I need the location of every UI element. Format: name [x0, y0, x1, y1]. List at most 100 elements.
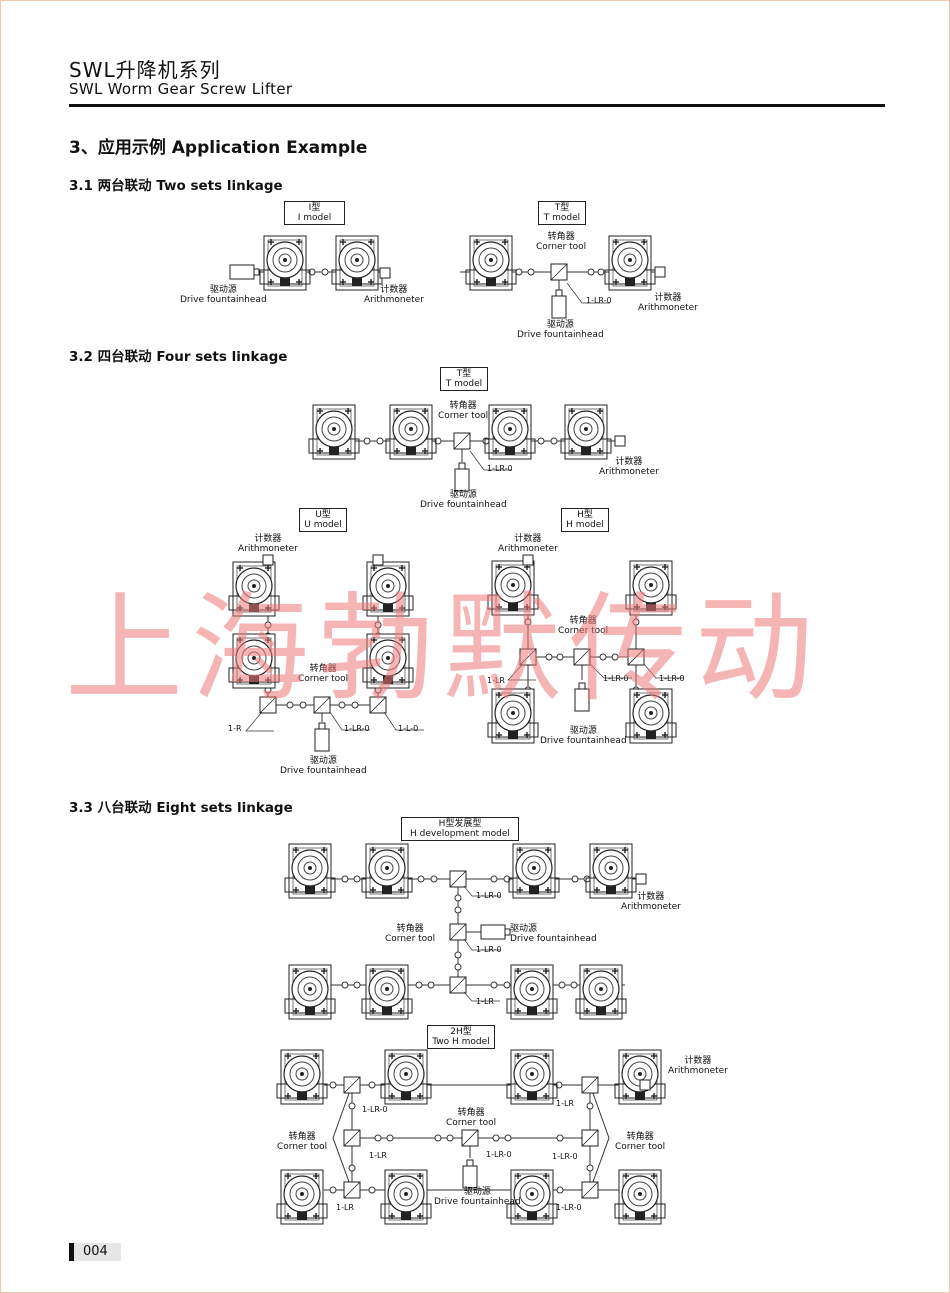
coupling-node — [586, 1102, 594, 1110]
coupling-node — [556, 653, 564, 661]
code-label: 1-LR — [336, 1203, 354, 1212]
coupling-node — [341, 875, 349, 883]
model-t4-en: T model — [445, 379, 483, 389]
coupling-node — [524, 618, 532, 626]
lifter-unit — [625, 560, 677, 616]
coupling-node — [321, 268, 329, 276]
lifter-unit — [506, 964, 558, 1020]
coupling-node — [490, 981, 498, 989]
lifter-unit — [487, 560, 539, 616]
coupling-node — [515, 268, 523, 276]
corner-tool-diagonal — [573, 648, 591, 666]
coupling-node — [583, 875, 591, 883]
coupling-node — [537, 437, 545, 445]
code-label: 1-LR-0 — [362, 1105, 388, 1114]
leader-line — [463, 938, 500, 951]
coupling-node — [386, 1134, 394, 1142]
counter-box — [654, 266, 666, 278]
coupling-node — [558, 981, 566, 989]
code-label: 1-LR-0 — [476, 945, 502, 954]
model-u-en: U model — [304, 520, 342, 530]
model-h-en: H model — [566, 520, 604, 530]
coupling-node — [329, 1081, 337, 1089]
model-u-cn: U型 — [315, 510, 331, 520]
coupling-node — [503, 981, 511, 989]
corner-tool-diagonal — [369, 696, 387, 714]
page-number-bar — [69, 1243, 74, 1261]
coupling-node — [570, 981, 578, 989]
lifter-unit — [284, 843, 336, 899]
drive-motor-shaft — [555, 289, 563, 297]
lifter-unit — [362, 561, 414, 617]
lifter-unit — [380, 1049, 432, 1105]
leader-line — [643, 663, 684, 679]
corner-tool-diagonal — [343, 1181, 361, 1199]
coupling-node — [599, 653, 607, 661]
coupling-node — [597, 268, 605, 276]
coupling-node — [427, 981, 435, 989]
coupling-node — [587, 268, 595, 276]
code-label: 1-R — [228, 724, 242, 733]
code-label: 1-LR-0 — [603, 674, 629, 683]
counter-box — [614, 435, 626, 447]
coupling-node — [351, 701, 359, 709]
drive-motor-shaft — [458, 462, 466, 470]
counter-box — [372, 554, 384, 566]
leader-line — [463, 991, 500, 1002]
code-label: 1-LR-0 — [476, 891, 502, 900]
counter-box — [262, 554, 274, 566]
coupling-node — [490, 875, 498, 883]
shaft-line — [589, 1084, 610, 1139]
coupling-node — [586, 1164, 594, 1172]
lifter-unit — [484, 404, 536, 460]
coupling-node — [611, 653, 619, 661]
lifter-unit — [362, 633, 414, 689]
coupling-node — [434, 1134, 442, 1142]
corner-tool-diagonal — [343, 1076, 361, 1094]
corner-tool-diagonal — [581, 1181, 599, 1199]
header-rule — [69, 104, 885, 107]
corner-tool-diagonal — [343, 1129, 361, 1147]
coupling-node — [527, 268, 535, 276]
coupling-node — [368, 1186, 376, 1194]
coupling-node — [374, 621, 382, 629]
model-t-en: T model — [543, 213, 581, 223]
code-label: 1-LR-0 — [486, 1150, 512, 1159]
lifter-unit — [228, 561, 280, 617]
subsection-eight-sets: 3.3 八台联动 Eight sets linkage — [69, 800, 293, 816]
coupling-node — [353, 981, 361, 989]
leader-line — [329, 711, 370, 731]
coupling-node — [374, 1134, 382, 1142]
drive-motor-shaft — [504, 928, 511, 936]
shaft-line — [332, 1084, 353, 1139]
series-title-cn: SWL升降机系列 — [69, 58, 221, 82]
model-h-cn: H型 — [577, 510, 593, 520]
coupling-node — [430, 875, 438, 883]
coupling-node — [446, 1134, 454, 1142]
coupling-node — [353, 875, 361, 883]
lifter-unit — [625, 688, 677, 744]
series-title-en: SWL Worm Gear Screw Lifter — [69, 80, 293, 98]
code-label: 1-LR — [476, 997, 494, 1006]
lifter-unit — [508, 843, 560, 899]
lifter-unit — [506, 1169, 558, 1225]
lifter-unit — [560, 404, 612, 460]
code-label: 1-LR-0 — [659, 674, 685, 683]
coupling-node — [550, 437, 558, 445]
corner-tool-diagonal — [259, 696, 277, 714]
